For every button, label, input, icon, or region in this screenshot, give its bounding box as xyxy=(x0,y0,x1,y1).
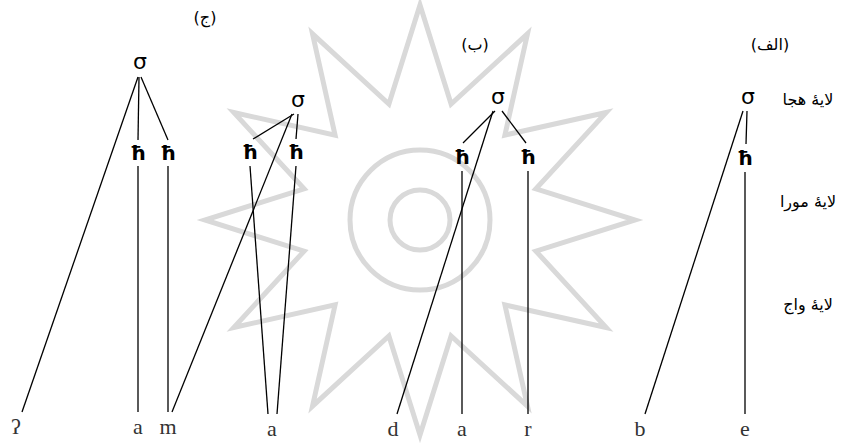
column-header: (ج) xyxy=(194,9,217,27)
syllable-symbol: σ xyxy=(741,85,755,109)
tier-label: لایهٔ واج xyxy=(783,296,833,314)
segment-symbol: a xyxy=(133,415,143,439)
mora-symbol: ħ xyxy=(737,147,753,169)
mora-symbol: ħ xyxy=(242,141,258,163)
syllable-symbol: σ xyxy=(291,88,305,112)
syllable-symbol: σ xyxy=(491,85,505,109)
segment-symbol: r xyxy=(524,417,531,441)
segment-symbol: b xyxy=(635,417,646,441)
segment-symbol: d xyxy=(388,417,399,441)
segment-symbol: a xyxy=(267,417,277,441)
segment-symbol: e xyxy=(740,417,750,441)
mora-symbol: ħ xyxy=(130,142,146,164)
tier-label: لایهٔ هجا xyxy=(783,91,834,109)
column-header: (الف) xyxy=(751,36,789,54)
mora-symbol: ħ xyxy=(454,146,470,168)
star-ornament xyxy=(205,5,635,435)
tier-label: لایهٔ مورا xyxy=(780,193,836,211)
mora-symbol: ħ xyxy=(520,146,536,168)
segment-symbol: a xyxy=(457,417,467,441)
association-lines xyxy=(22,77,747,414)
mora-symbol: ħ xyxy=(288,141,304,163)
segment-symbol: ʔ xyxy=(11,415,21,439)
column-header: (ب) xyxy=(461,36,489,54)
mora-symbol: ħ xyxy=(160,142,176,164)
segment-symbol: m xyxy=(159,415,176,439)
syllable-symbol: σ xyxy=(133,50,147,74)
